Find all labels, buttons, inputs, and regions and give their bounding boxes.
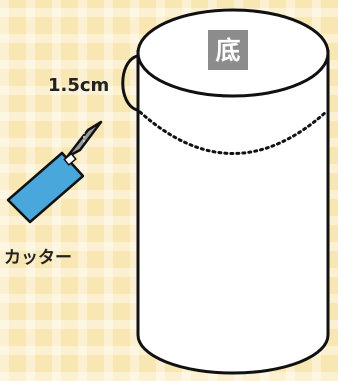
cutter-label: カッター: [4, 248, 72, 268]
measurement-bracket: [121, 54, 138, 112]
cutter-knife-icon: [6, 120, 103, 224]
cutter-handle: [6, 151, 85, 224]
cutter-slider: [63, 152, 77, 166]
measurement-label: 1.5cm: [48, 75, 110, 96]
cylinder-body: [138, 50, 328, 373]
cylinder-bottom-rim: [136, 334, 330, 375]
cut-line-dotted: [138, 110, 328, 155]
bottom-label: 底: [215, 35, 241, 65]
bottom-badge: [208, 30, 248, 70]
cutter-blade: [65, 120, 103, 159]
